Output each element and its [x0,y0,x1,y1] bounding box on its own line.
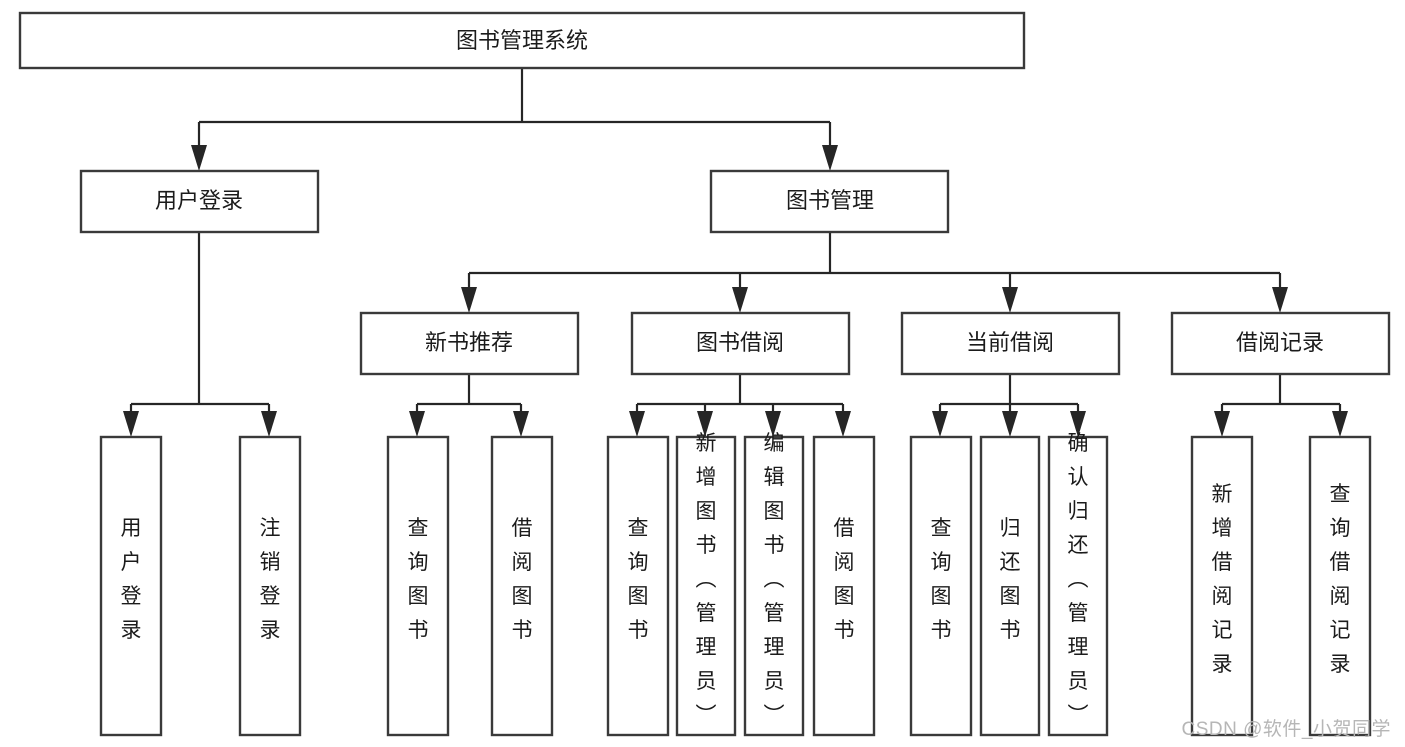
node-leaf-query-borrow-record[interactable]: 查询借阅记录 [1308,435,1372,737]
arrow-book-management [822,145,838,171]
node-leaf-query-book-1-box[interactable] [386,435,450,737]
node-borrow-record[interactable]: 借阅记录 [1170,311,1391,376]
node-root-box[interactable] [18,11,1026,70]
node-leaf-add-book[interactable]: 新增图书︵管理员︶ [675,432,737,737]
arrow-book-borrow [732,287,748,313]
node-leaf-query-book-2-box[interactable] [606,435,670,737]
node-leaf-borrow-book-2[interactable]: 借阅图书 [812,435,876,737]
node-leaf-query-borrow-record-label: 查询借阅记录 [1330,483,1351,676]
node-leaf-add-borrow-record[interactable]: 新增借阅记录 [1190,435,1254,737]
node-leaf-query-book-1[interactable]: 查询图书 [386,435,450,737]
node-user-login-label: 用户登录 [155,188,243,213]
node-current-borrow[interactable]: 当前借阅 [900,311,1121,376]
node-current-borrow-box[interactable] [900,311,1121,376]
node-leaf-confirm-return-label: 确认归还︵管理员︶ [1068,432,1089,727]
arrow-leaf-confirm-return [1070,411,1086,437]
node-root[interactable]: 图书管理系统 [18,11,1026,70]
arrow-leaf-logout-login [261,411,277,437]
arrow-leaf-user-login [123,411,139,437]
node-leaf-edit-book-box[interactable] [743,435,805,737]
arrow-leaf-query-book-1 [409,411,425,437]
node-leaf-query-book-3-box[interactable] [909,435,973,737]
node-leaf-edit-book-label: 编辑图书︵管理员︶ [764,432,785,727]
node-book-management[interactable]: 图书管理 [709,169,950,234]
arrow-current-borrow [1002,287,1018,313]
node-book-borrow-label: 图书借阅 [696,330,784,355]
node-leaf-add-borrow-record-box[interactable] [1190,435,1254,737]
node-new-book-recommend[interactable]: 新书推荐 [359,311,580,376]
node-leaf-user-login-box[interactable] [99,435,163,737]
node-book-management-box[interactable] [709,169,950,234]
edge-layer [123,68,1348,437]
node-borrow-record-box[interactable] [1170,311,1391,376]
node-leaf-borrow-book-1[interactable]: 借阅图书 [490,435,554,737]
node-new-book-recommend-label: 新书推荐 [425,330,513,355]
arrow-leaf-borrow-book-1 [513,411,529,437]
node-leaf-query-book-1-label: 查询图书 [408,517,429,642]
node-leaf-user-login-label: 用户登录 [121,517,142,642]
node-book-management-label: 图书管理 [786,188,874,213]
watermark-text: CSDN @软件_小贺同学 [1181,719,1391,740]
node-leaf-query-book-3-label: 查询图书 [931,517,952,642]
node-leaf-borrow-book-2-label: 借阅图书 [834,517,855,642]
node-leaf-edit-book[interactable]: 编辑图书︵管理员︶ [743,432,805,737]
arrow-leaf-edit-book [765,411,781,437]
node-book-borrow-box[interactable] [630,311,851,376]
node-leaf-add-book-box[interactable] [675,435,737,737]
node-leaf-user-login[interactable]: 用户登录 [99,435,163,737]
node-current-borrow-label: 当前借阅 [966,330,1054,355]
node-leaf-confirm-return[interactable]: 确认归还︵管理员︶ [1047,432,1109,737]
node-user-login[interactable]: 用户登录 [79,169,320,234]
node-leaf-query-borrow-record-box[interactable] [1308,435,1372,737]
node-leaf-add-book-label: 新增图书︵管理员︶ [696,432,717,727]
arrow-leaf-add-borrow-record [1214,411,1230,437]
node-leaf-return-book[interactable]: 归还图书 [979,435,1041,737]
node-new-book-recommend-box[interactable] [359,311,580,376]
node-leaf-confirm-return-box[interactable] [1047,435,1109,737]
node-leaf-return-book-label: 归还图书 [1000,517,1021,642]
node-leaf-borrow-book-2-box[interactable] [812,435,876,737]
node-leaf-return-book-box[interactable] [979,435,1041,737]
node-leaf-logout-login-label: 注销登录 [260,517,281,642]
node-leaf-borrow-book-1-box[interactable] [490,435,554,737]
arrow-borrow-record [1272,287,1288,313]
node-leaf-borrow-book-1-label: 借阅图书 [512,517,533,642]
arrow-user-login [191,145,207,171]
node-leaf-query-book-2-label: 查询图书 [628,517,649,642]
arrow-new-book-recommend [461,287,477,313]
node-borrow-record-label: 借阅记录 [1236,330,1324,355]
node-leaf-query-book-2[interactable]: 查询图书 [606,435,670,737]
node-leaf-add-borrow-record-label: 新增借阅记录 [1212,483,1233,676]
arrow-leaf-borrow-book-2 [835,411,851,437]
arrow-leaf-query-book-3 [932,411,948,437]
node-leaf-logout-login-box[interactable] [238,435,302,737]
node-leaf-query-book-3[interactable]: 查询图书 [909,435,973,737]
arrow-leaf-return-book [1002,411,1018,437]
node-leaf-logout-login[interactable]: 注销登录 [238,435,302,737]
arrow-leaf-query-borrow-record [1332,411,1348,437]
node-root-label: 图书管理系统 [456,28,588,53]
arrow-leaf-query-book-2 [629,411,645,437]
arrow-leaf-add-book [697,411,713,437]
node-book-borrow[interactable]: 图书借阅 [630,311,851,376]
node-user-login-box[interactable] [79,169,320,234]
